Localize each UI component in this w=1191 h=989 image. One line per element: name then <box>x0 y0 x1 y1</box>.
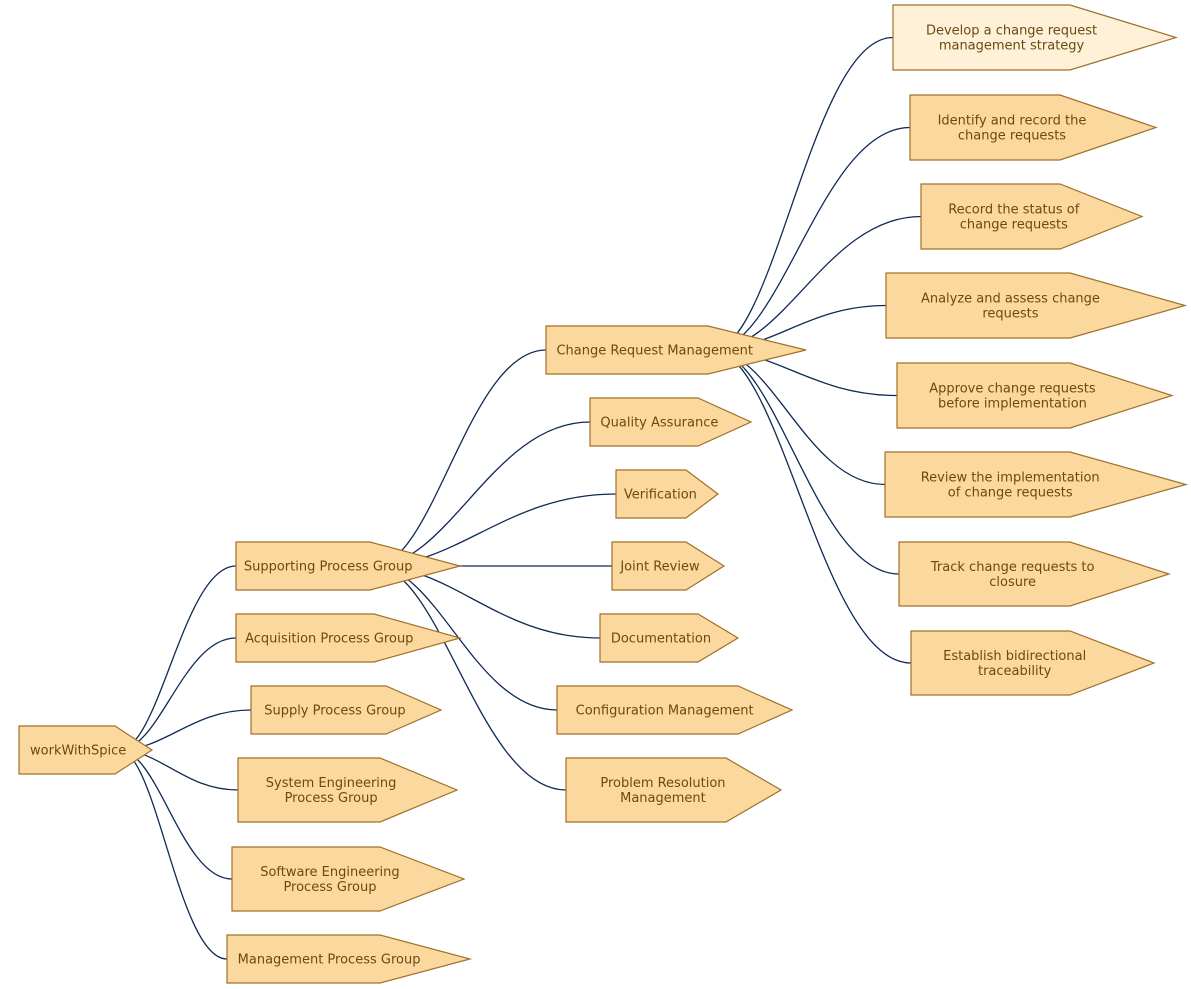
node-shape <box>910 630 1156 696</box>
node-crm[interactable]: Change Request Management <box>545 325 807 375</box>
node-label: Change Request Management <box>556 344 752 359</box>
node-label: Joint Review <box>619 560 700 575</box>
node-shape <box>885 272 1188 339</box>
node-management[interactable]: Management Process Group <box>226 934 473 984</box>
node-shape <box>18 725 154 775</box>
node-label: Approve change requests <box>929 382 1096 397</box>
node-label: Management <box>620 791 706 806</box>
node-label: management strategy <box>939 39 1085 54</box>
nodes-layer: workWithSpice Supporting Process GroupAcq… <box>18 4 1189 984</box>
edge-supporting-to-crm <box>373 349 547 567</box>
node-label: Analyze and assess change <box>921 292 1100 307</box>
node-label: Verification <box>624 488 697 503</box>
edge-crm-to-strategy <box>711 36 894 351</box>
node-root[interactable]: workWithSpice <box>18 725 154 775</box>
node-joint-review[interactable]: Joint Review <box>611 541 726 591</box>
node-label: Establish bidirectional <box>943 649 1086 664</box>
node-label: Management Process Group <box>238 953 421 968</box>
node-shape <box>884 451 1189 518</box>
node-verification[interactable]: Verification <box>615 469 719 519</box>
node-documentation[interactable]: Documentation <box>599 613 740 663</box>
edge-supporting-to-problem_res <box>373 565 567 791</box>
node-label: Review the implementation <box>921 471 1100 486</box>
node-shape <box>226 934 473 984</box>
node-label: Configuration Management <box>576 704 754 719</box>
node-shape <box>565 757 783 823</box>
node-label: Supporting Process Group <box>244 560 413 575</box>
node-label: closure <box>989 575 1036 590</box>
node-config-mgmt[interactable]: Configuration Management <box>556 685 794 735</box>
node-label: Develop a change request <box>926 24 1097 39</box>
node-label: Quality Assurance <box>600 416 718 431</box>
node-label: Process Group <box>283 880 376 895</box>
edge-crm-to-identify <box>711 126 911 351</box>
node-label: change requests <box>958 129 1066 144</box>
node-shape <box>898 541 1171 607</box>
node-label: change requests <box>960 218 1068 233</box>
node-acquisition[interactable]: Acquisition Process Group <box>235 613 463 663</box>
node-label: Software Engineering <box>260 865 399 880</box>
node-label: before implementation <box>938 397 1087 412</box>
node-label: traceability <box>978 664 1052 679</box>
node-supporting[interactable]: Supporting Process Group <box>235 541 463 591</box>
node-label: Documentation <box>611 632 711 647</box>
node-shape <box>589 397 753 447</box>
node-shape <box>235 613 463 663</box>
edge-crm-to-track <box>711 349 900 575</box>
edge-root-to-software_eng <box>118 749 233 880</box>
node-shape <box>909 94 1158 161</box>
node-shape <box>237 757 459 823</box>
node-label: Supply Process Group <box>264 704 405 719</box>
node-shape <box>599 613 740 663</box>
node-label: Track change requests to <box>930 560 1095 575</box>
node-shape <box>896 362 1174 429</box>
node-shape <box>892 4 1179 71</box>
edge-root-to-management <box>118 749 228 960</box>
edge-root-to-acquisition <box>118 637 237 751</box>
node-shape <box>920 183 1144 250</box>
edge-crm-to-traceability <box>711 349 912 664</box>
node-label: of change requests <box>948 486 1073 501</box>
node-label: Process Group <box>285 791 378 806</box>
node-shape <box>615 469 719 519</box>
node-label: requests <box>982 307 1038 322</box>
node-shape <box>556 685 794 735</box>
node-shape <box>250 685 443 735</box>
edge-root-to-supporting <box>118 565 237 751</box>
node-supply[interactable]: Supply Process Group <box>250 685 443 735</box>
node-label: Acquisition Process Group <box>245 632 413 647</box>
node-qa[interactable]: Quality Assurance <box>589 397 753 447</box>
node-shape <box>231 846 466 912</box>
node-shape <box>611 541 726 591</box>
node-label: Identify and record the <box>938 114 1087 129</box>
node-label: System Engineering <box>266 776 397 791</box>
node-label: workWithSpice <box>30 744 126 759</box>
node-shape <box>545 325 807 375</box>
node-shape <box>235 541 463 591</box>
node-label: Record the status of <box>948 203 1080 218</box>
node-label: Problem Resolution <box>600 776 725 791</box>
